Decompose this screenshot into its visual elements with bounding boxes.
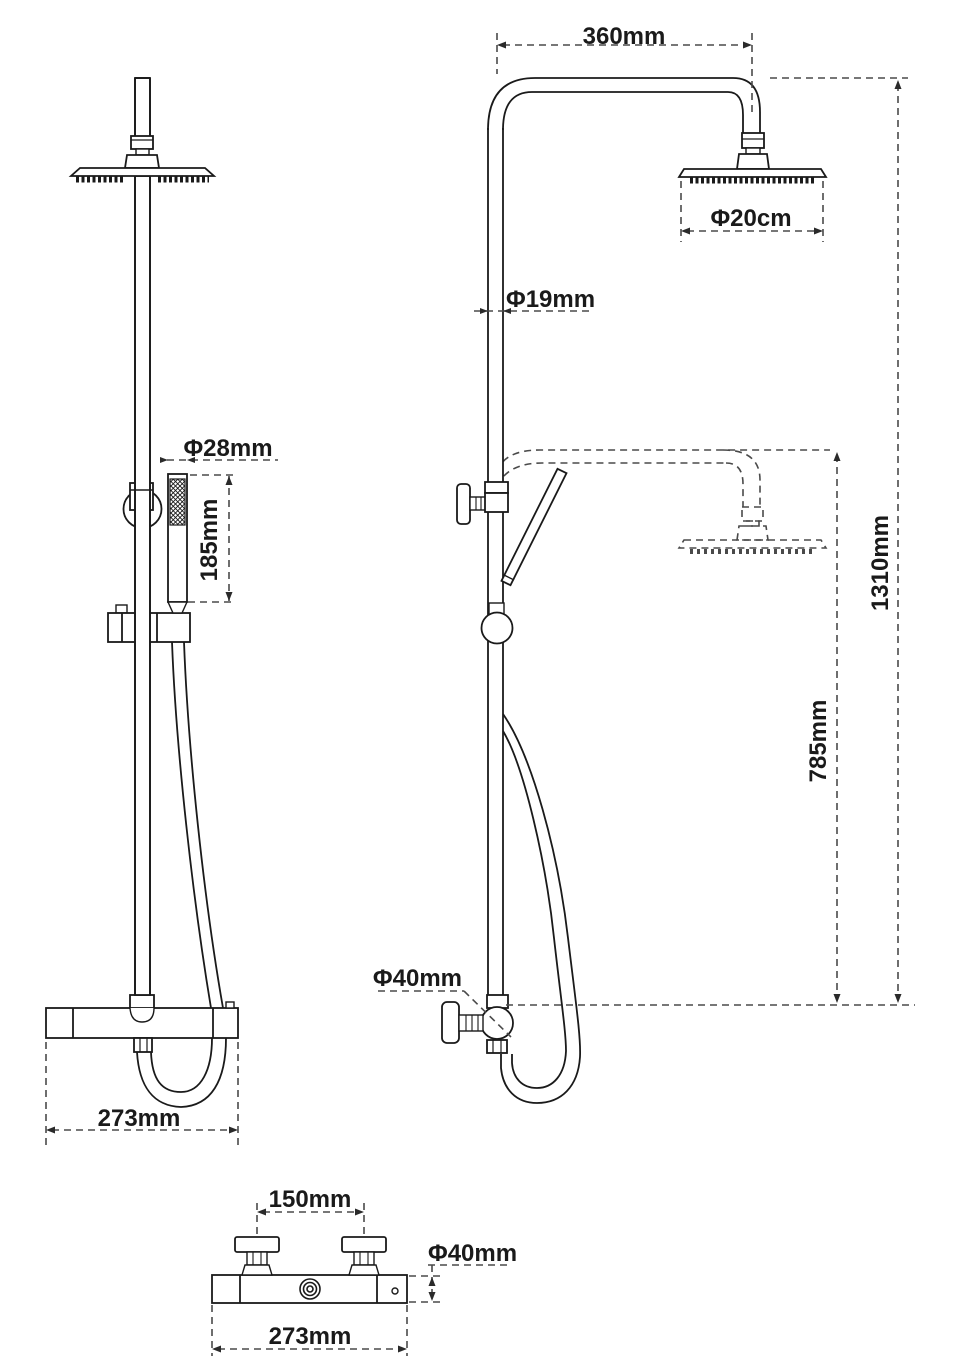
top-view bbox=[211, 1236, 408, 1304]
center-rosette bbox=[299, 1278, 321, 1300]
diverter-valve bbox=[456, 481, 509, 525]
dim-pipe-diameter-label: Φ19mm bbox=[506, 286, 595, 313]
side-valve-body bbox=[441, 994, 514, 1054]
front-riser-pipe bbox=[134, 77, 151, 996]
right-handle-knob bbox=[341, 1236, 387, 1276]
dim-front-valve-width-label: 273mm bbox=[98, 1105, 181, 1132]
side-view bbox=[441, 77, 830, 1104]
valve-button bbox=[225, 1001, 235, 1009]
front-valve-body bbox=[45, 994, 239, 1053]
diverter-handle bbox=[456, 483, 471, 525]
handshower-spray-face bbox=[169, 478, 186, 526]
side-hose-nut bbox=[486, 1039, 508, 1054]
dim-total-height-label: 1310mm bbox=[867, 515, 894, 611]
side-hose bbox=[500, 713, 582, 1104]
front-view bbox=[45, 77, 239, 1108]
dim-lower-height-label: 785mm bbox=[805, 700, 832, 783]
dim-handset-diameter-label: Φ28mm bbox=[183, 435, 272, 462]
dimension-arrows bbox=[46, 41, 902, 1353]
left-handle-knob bbox=[234, 1236, 280, 1276]
front-handshower bbox=[166, 473, 189, 614]
dim-top-valve-diameter-label: Φ40mm bbox=[428, 1240, 517, 1267]
dim-arm-reach-label: 360mm bbox=[583, 23, 666, 50]
hose-outlet-nut bbox=[133, 1037, 153, 1053]
front-hose bbox=[136, 641, 227, 1108]
dim-head-diameter-label: Φ20cm bbox=[710, 205, 791, 232]
dimension-labels: 360mm Φ20cm Φ19mm 1310mm 785mm Φ40mm Φ28… bbox=[98, 23, 894, 1350]
dimension-lines bbox=[45, 33, 915, 1356]
dim-top-valve-width-label: 273mm bbox=[269, 1323, 352, 1350]
side-slider-knob bbox=[480, 602, 514, 645]
side-shower-head bbox=[677, 132, 828, 184]
side-riser-and-arm bbox=[487, 77, 761, 995]
dim-valve-diameter-label: Φ40mm bbox=[373, 965, 462, 992]
dim-handset-length-label: 185mm bbox=[196, 499, 223, 582]
side-handshower bbox=[500, 467, 568, 587]
valve-knob bbox=[441, 1001, 460, 1044]
pilot-hole bbox=[391, 1287, 399, 1295]
dim-handle-spacing-label: 150mm bbox=[269, 1186, 352, 1213]
front-shower-head bbox=[68, 135, 217, 183]
